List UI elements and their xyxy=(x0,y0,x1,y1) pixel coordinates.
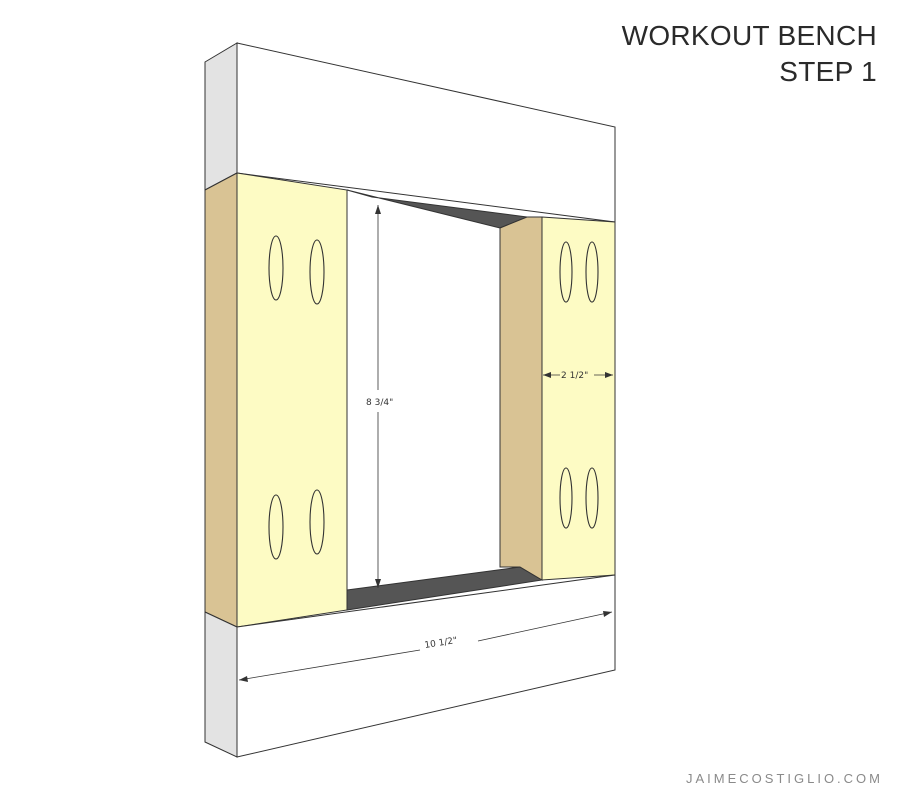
site-credit: JAIMECOSTIGLIO.COM xyxy=(685,771,883,786)
pocket-hole xyxy=(559,241,573,303)
right-post-side xyxy=(499,216,543,581)
arrow-head xyxy=(605,372,613,378)
bottom-rail-side xyxy=(204,611,238,758)
arrow-head xyxy=(375,205,381,214)
bottom-rail-front xyxy=(236,574,616,758)
overall-width-dimension-line xyxy=(238,649,421,681)
title-line-2: STEP 1 xyxy=(779,56,877,87)
post-width-dimension: 2 1/2" xyxy=(543,371,613,381)
pocket-hole xyxy=(268,494,284,560)
arrow-head xyxy=(375,579,381,588)
left-post-side xyxy=(204,172,238,628)
pocket-holes xyxy=(268,235,599,560)
opening-back-panel xyxy=(347,190,500,592)
pocket-hole xyxy=(268,235,284,301)
pocket-hole xyxy=(309,239,325,305)
arrow-head xyxy=(543,372,551,378)
overall-width-dimension-line xyxy=(477,611,613,642)
pocket-hole xyxy=(559,467,573,529)
left-post-front xyxy=(236,172,348,628)
title-line-1: WORKOUT BENCH xyxy=(621,20,877,51)
pocket-hole xyxy=(309,489,325,555)
height-dimension-label: 8 3/4" xyxy=(366,398,393,408)
arrow-head xyxy=(603,611,612,617)
arrow-head xyxy=(239,676,248,682)
pocket-hole xyxy=(585,467,599,529)
height-dimension: 8 3/4" xyxy=(366,205,393,588)
right-post-front xyxy=(541,216,616,581)
top-rail-side xyxy=(204,42,238,191)
title-block: WORKOUT BENCH STEP 1 xyxy=(622,18,877,90)
pocket-hole xyxy=(585,241,599,303)
post-width-dimension-label: 2 1/2" xyxy=(561,371,588,381)
